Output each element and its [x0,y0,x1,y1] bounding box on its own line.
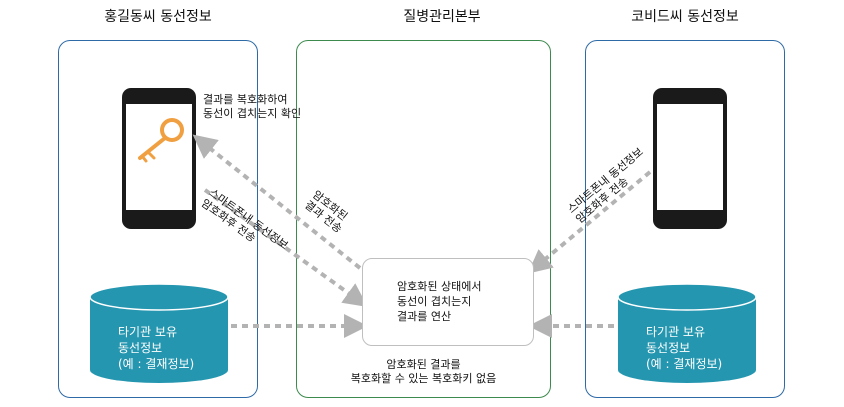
right-database-label: 타기관 보유 동선정보 (예 : 결재정보) [646,325,723,371]
left-panel-title: 홍길동씨 동선정보 [104,9,212,25]
right-smartphone-icon [653,88,727,229]
no-key-label: 암호화된 결과를 복호화할 수 있는 복호화키 없음 [350,358,497,385]
arrow-right-phone-to-center [527,170,652,274]
compute-box: 암호화된 상태에서 동선이 겹치는지 결과를 연산 [362,258,534,346]
right-panel-title: 코비드씨 동선정보 [631,9,739,25]
decrypt-check-label: 결과를 복호화하여 동선이 겹치는지 확인 [203,93,302,120]
compute-label: 암호화된 상태에서 동선이 겹치는지 결과를 연산 [397,280,482,323]
left-database-icon [89,283,229,383]
arrow-left-phone-to-center [203,188,368,308]
center-panel-title: 질병관리본부 [403,9,481,25]
arrow-center-to-left-phone [192,134,362,270]
key-icon [138,118,184,163]
left-database-label: 타기관 보유 동선정보 (예 : 결재정보) [118,325,195,371]
right-database-icon [617,283,757,383]
left-smartphone-icon [122,88,196,229]
